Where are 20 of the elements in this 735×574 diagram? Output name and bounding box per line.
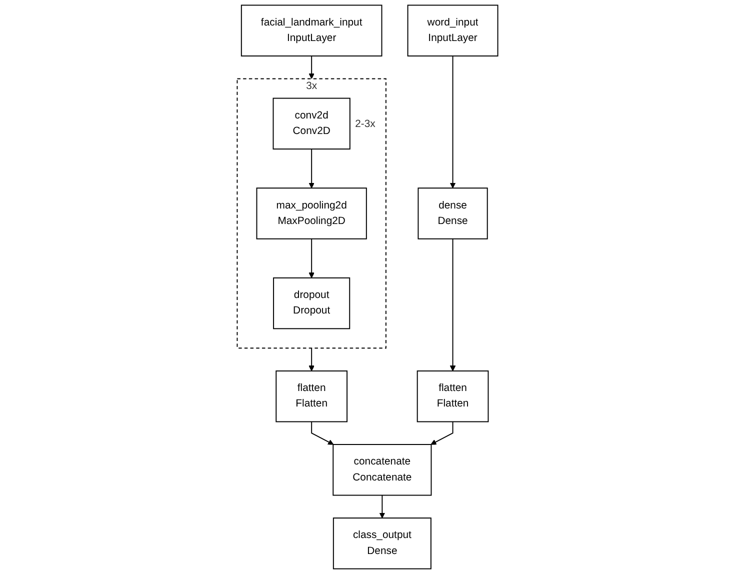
node-box: flatten Flatten bbox=[416, 370, 489, 422]
arrow bbox=[308, 55, 314, 79]
arrow bbox=[379, 494, 386, 518]
arrow bbox=[430, 421, 454, 445]
arrow bbox=[308, 348, 314, 372]
node-box: flatten Flatten bbox=[276, 370, 348, 422]
arrow bbox=[450, 238, 456, 372]
arrow bbox=[450, 55, 456, 188]
node-box: facial_landmark_input InputLayer bbox=[240, 4, 382, 56]
node-box: conv2d Conv2D bbox=[272, 98, 350, 150]
arrow bbox=[308, 238, 314, 278]
repeat-count: 2-3x bbox=[355, 118, 376, 130]
node-box: dense Dense bbox=[418, 188, 488, 240]
node-box: class_output Dense bbox=[332, 518, 432, 570]
arrow bbox=[308, 148, 314, 188]
node-box: max_pooling2d MaxPooling2D bbox=[256, 188, 367, 240]
node-box: dropout Dropout bbox=[273, 277, 350, 330]
node-box: word_input InputLayer bbox=[407, 4, 498, 56]
node-box: concatenate Concatenate bbox=[332, 444, 432, 496]
arrow bbox=[311, 421, 334, 445]
